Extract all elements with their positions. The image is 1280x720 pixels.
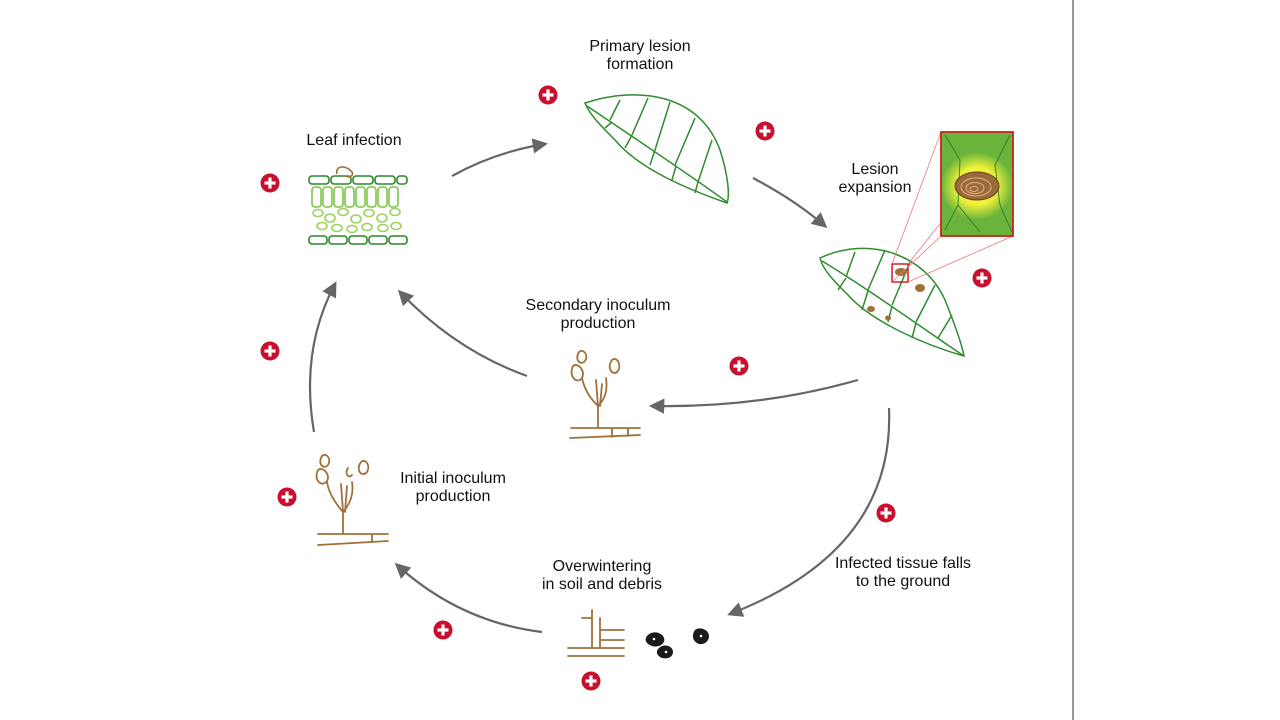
plus-circle-icon[interactable] [260, 341, 280, 361]
overwintering-hyphae [567, 609, 625, 657]
sclerotia [645, 628, 709, 659]
arrow-expansion-to-secondary [648, 378, 859, 414]
plus-circle-icon[interactable] [729, 356, 749, 376]
plus-circle-icon[interactable] [581, 671, 601, 691]
cycle-arrows [308, 138, 891, 634]
plus-circle-icon[interactable] [433, 620, 453, 640]
plus-circle-icon[interactable] [277, 487, 297, 507]
lesion-closeup-inset [940, 131, 1014, 237]
arrow-primary-to-expansion [752, 177, 828, 229]
arrow-initial-to-infection [308, 281, 337, 433]
plus-circle-icon[interactable] [755, 121, 775, 141]
initial-inoculum-fungus [315, 453, 389, 546]
plus-circle-icon[interactable] [260, 173, 280, 193]
plus-circle-icon[interactable] [538, 85, 558, 105]
plus-circle-icon[interactable] [876, 503, 896, 523]
secondary-inoculum-fungus [569, 349, 641, 439]
plus-circle-icon[interactable] [972, 268, 992, 288]
arrow-infection-to-primary [451, 138, 549, 177]
hotspot-group [260, 85, 992, 691]
lesion-expansion-leaf [819, 247, 965, 358]
label-leaf-infection: Leaf infection [306, 132, 402, 149]
leaf-cross-section [308, 166, 408, 245]
arrow-overwintering-to-initial [394, 562, 543, 634]
primary-lesion-leaf [583, 94, 730, 204]
arrow-expansion-to-overwintering [727, 407, 891, 617]
arrow-secondary-to-infection [397, 289, 528, 378]
